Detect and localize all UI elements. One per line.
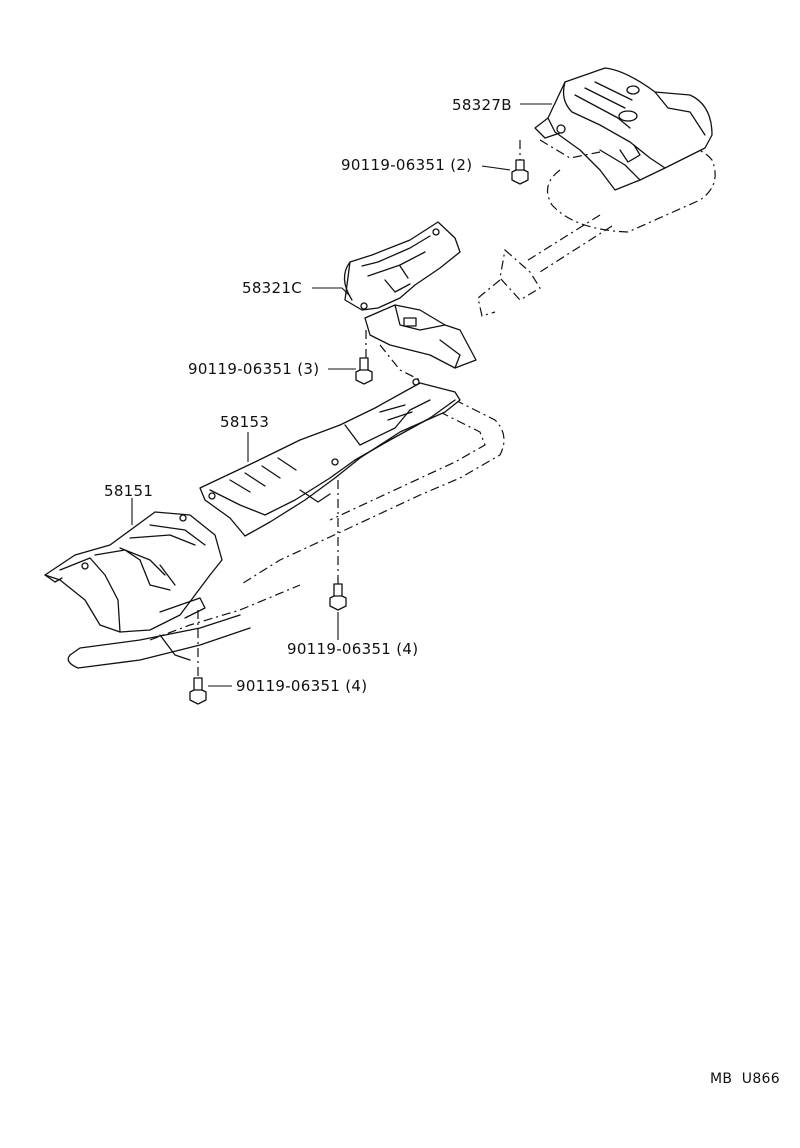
leader-lines <box>131 103 552 687</box>
bolt-center-icon <box>329 480 347 611</box>
heat-insulator-58321c <box>343 221 477 369</box>
bolt-rear-icon <box>511 139 601 185</box>
heat-insulator-58151 <box>44 511 223 633</box>
heat-insulator-58153 <box>199 378 461 537</box>
callout-bolt-rear: 90119-06351 (2) <box>341 156 473 174</box>
diagram-code: MB U866 <box>710 1071 780 1087</box>
callout-58151: 58151 <box>104 482 154 500</box>
callout-58327b: 58327B <box>452 96 512 114</box>
exhaust-pipe-outline <box>239 344 505 586</box>
callout-58321c: 58321C <box>242 279 302 297</box>
callout-bolt-mid: 90119-06351 (3) <box>188 360 320 378</box>
callout-58153: 58153 <box>220 413 270 431</box>
callout-bolt-center: 90119-06351 (4) <box>287 640 419 658</box>
bolt-front-icon <box>189 610 207 705</box>
bolt-mid-icon <box>355 330 373 385</box>
heat-insulator-58327b <box>534 67 713 191</box>
front-pipe-outline <box>67 584 301 669</box>
callout-bolt-front: 90119-06351 (4) <box>236 677 368 695</box>
rear-muffler <box>477 148 716 317</box>
